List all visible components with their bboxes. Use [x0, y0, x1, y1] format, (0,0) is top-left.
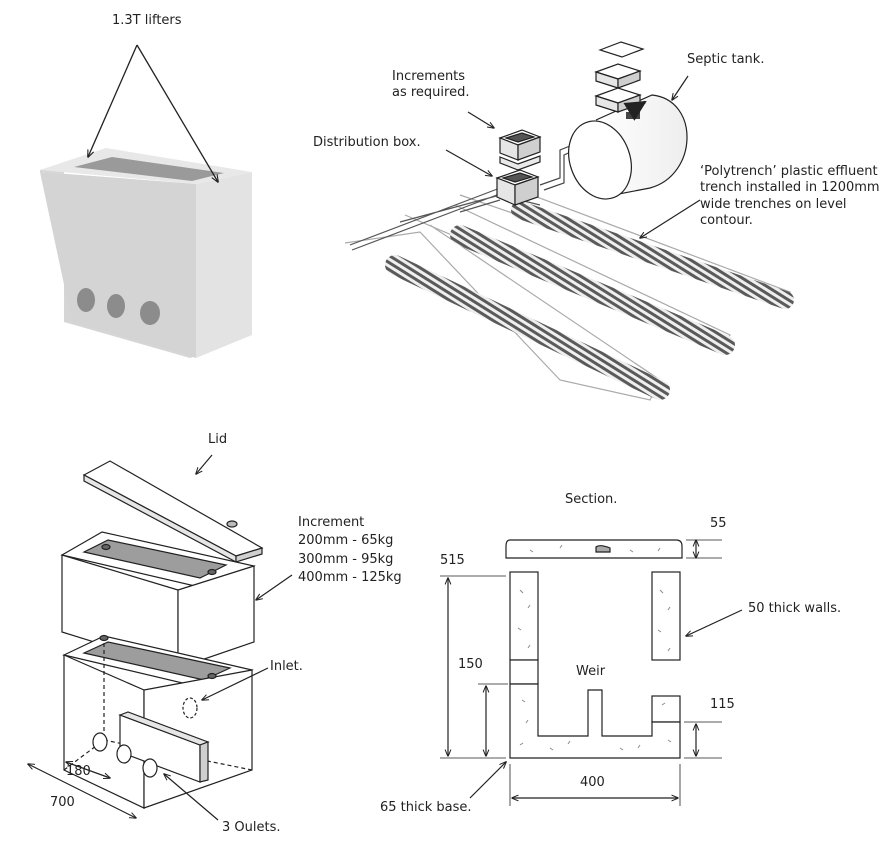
distribution-pipe: [349, 187, 541, 251]
increment-boxes: [498, 129, 542, 171]
outlet-hole-1: [77, 288, 95, 312]
increments-label-line-2: as required.: [392, 85, 470, 101]
dim-115-label: 115: [710, 697, 735, 712]
polytrench-label: ‘Polytrench’ plastic effluent trench ins…: [700, 164, 880, 229]
outlet-hole-3: [140, 301, 160, 325]
lifters-label: 1.3T lifters: [112, 13, 182, 28]
increment-leader: [256, 574, 293, 600]
polytrench-leader: [640, 199, 701, 238]
increment-size-400: 400mm - 125kg: [298, 569, 402, 585]
increment-size-200: 200mm - 65kg: [298, 533, 394, 549]
outlets-leader: [164, 774, 219, 821]
increment-title: Increment: [298, 515, 365, 530]
dim-55-label: 55: [710, 516, 727, 531]
septic-tank-label: Septic tank.: [687, 52, 765, 67]
trench-coil-3: [511, 201, 794, 309]
outlet-hole-b: [116, 744, 132, 764]
increments-label: Increments as required.: [392, 69, 469, 102]
dim-180-label: 180: [66, 764, 91, 779]
base-leader: [469, 762, 506, 799]
tank-risers: [594, 41, 647, 121]
walls-label: 50 thick walls.: [748, 601, 842, 616]
weir-label: Weir: [576, 664, 606, 679]
lid-label: Lid: [208, 432, 228, 447]
concrete-box-photo: [40, 44, 252, 358]
increments-leader: [467, 111, 494, 128]
exploded-view-drawing: [28, 454, 293, 821]
increments-label-line-1: Increments: [392, 69, 466, 84]
section-drawing: [440, 539, 743, 806]
section-body: [509, 683, 681, 759]
distribution-box: [495, 169, 540, 206]
box-side-face: [196, 172, 252, 358]
dim-400-label: 400: [580, 775, 605, 790]
lid-leader: [196, 454, 213, 474]
dim-700-line: [28, 764, 136, 818]
section-title: Section.: [565, 492, 618, 507]
trench-outline-1: [344, 224, 661, 401]
lifter-pointer-left: [88, 44, 138, 157]
dim-150-label: 150: [458, 657, 483, 672]
system-overview-drawing: [344, 41, 794, 401]
inlet-label: Inlet.: [270, 659, 303, 674]
increment-riser: [60, 531, 256, 669]
outlet-hole-c: [142, 758, 158, 778]
trench-coil-1: [385, 255, 670, 400]
base-box: [62, 634, 254, 809]
lifter-pointer-right: [136, 44, 218, 182]
walls-leader: [686, 609, 743, 636]
septic-tank: [568, 94, 688, 200]
lid-plate: [82, 460, 264, 563]
septic-tank-leader: [672, 75, 689, 100]
polytrench-label-line-2: trench installed in 1200mm: [700, 180, 880, 196]
polytrench-label-line-4: contour.: [700, 212, 753, 228]
base-label: 65 thick base.: [380, 800, 472, 815]
inlet-leader: [202, 667, 269, 700]
polytrench-label-line-3: wide trenches on level: [700, 196, 847, 212]
dim-515-label: 515: [440, 553, 465, 568]
polytrench-label-line-1: ‘Polytrench’ plastic effluent: [700, 164, 878, 179]
increment-size-300: 300mm - 95kg: [298, 551, 394, 567]
section-lid: [505, 539, 683, 559]
outlets-label: 3 Oulets.: [222, 820, 281, 835]
section-right-wall: [651, 571, 681, 661]
distribution-box-leader: [445, 149, 492, 176]
dim-700-label: 700: [50, 795, 75, 810]
inlet-hole: [182, 697, 198, 719]
outlet-hole-2: [107, 294, 125, 318]
increment-spec-label: Increment 200mm - 65kg 300mm - 95kg 400m…: [298, 515, 402, 586]
section-left-wall: [509, 571, 539, 661]
outlet-hole-a: [92, 732, 108, 752]
distribution-box-label: Distribution box.: [313, 135, 421, 150]
concrete-hatch: [517, 544, 672, 751]
box-opening: [74, 157, 224, 181]
trench-coil-2: [450, 225, 735, 355]
